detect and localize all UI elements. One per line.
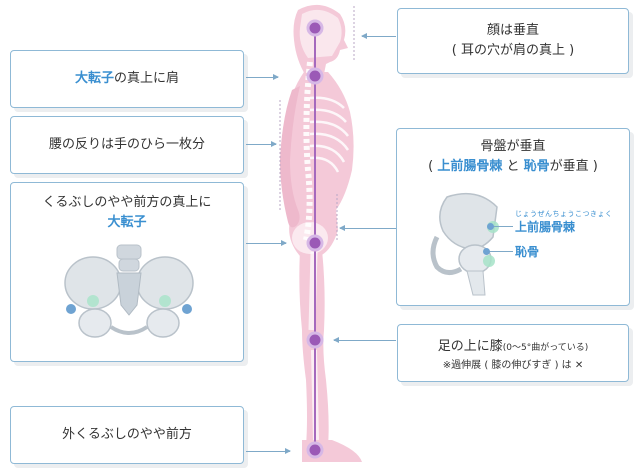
arrow-knee: [333, 337, 396, 343]
highlight-trochanter: 大転子: [74, 71, 114, 86]
pubis-dot: [483, 248, 490, 255]
knee-sub: (0〜5°曲がっている): [502, 343, 589, 353]
box-ankle-front: くるぶしのやや前方の真上に 大転子: [10, 182, 244, 362]
arrow-ankle-front: [246, 240, 287, 246]
arrow-trochanter-shoulder: [246, 74, 279, 80]
ankle-front-line2: 大転子: [107, 215, 147, 230]
pubis-pointer: [489, 251, 513, 252]
pubis-label: 恥骨: [515, 245, 540, 259]
body-figure: [279, 4, 362, 462]
highlight-pubis: 恥骨: [523, 159, 550, 174]
pelvis-side-illustration: [430, 192, 499, 296]
box-pelvis: 骨盤が垂直 ( 上前腸骨棘 と 恥骨が垂直 ) じょうぜんちょうこつきょく 上前…: [396, 128, 630, 306]
asis-label: 上前腸骨棘: [515, 220, 576, 234]
box-lumbar: 腰の反りは手のひら一枚分: [10, 116, 244, 174]
asis-ruby: じょうぜんちょうこつきょく: [515, 210, 613, 218]
pelvis-and: と: [506, 159, 520, 174]
box-trochanter-shoulder: 大転子の真上に肩: [10, 50, 244, 108]
pelvis-paren-close: が垂直 ): [549, 159, 598, 174]
highlight-asis: 上前腸骨棘: [437, 159, 503, 174]
face-line2: ( 耳の穴が肩の真上 ): [451, 43, 575, 58]
knee-main: 足の上に膝: [437, 339, 503, 354]
asis-pointer: [493, 226, 513, 227]
box-face: 顔は垂直 ( 耳の穴が肩の真上 ): [397, 8, 629, 74]
box-outer-ankle: 外くるぶしのやや前方: [10, 406, 244, 464]
box-knee: 足の上に膝(0〜5°曲がっている) ※過伸展 ( 膝の伸びすぎ ) は ✕: [397, 324, 629, 382]
pelvis-paren-open: (: [428, 159, 434, 174]
pelvis-line1: 骨盤が垂直: [480, 139, 546, 154]
joint-markers: [306, 19, 324, 459]
arrow-lumbar: [246, 141, 277, 147]
outer-ankle-text: 外くるぶしのやや前方: [62, 427, 192, 442]
arrow-face: [361, 33, 396, 39]
lumbar-text: 腰の反りは手のひら一枚分: [48, 137, 205, 152]
arrow-pelvis: [339, 225, 396, 231]
trochanter-shoulder-text: の真上に肩: [114, 71, 180, 86]
face-line1: 顔は垂直: [486, 23, 539, 38]
pelvis-front-illustration: [64, 244, 194, 338]
arrow-outer-ankle: [246, 448, 291, 454]
knee-note: ※過伸展 ( 膝の伸びすぎ ) は ✕: [442, 360, 584, 371]
ankle-front-line1: くるぶしのやや前方の真上に: [42, 195, 212, 210]
asis-dot: [487, 223, 494, 230]
